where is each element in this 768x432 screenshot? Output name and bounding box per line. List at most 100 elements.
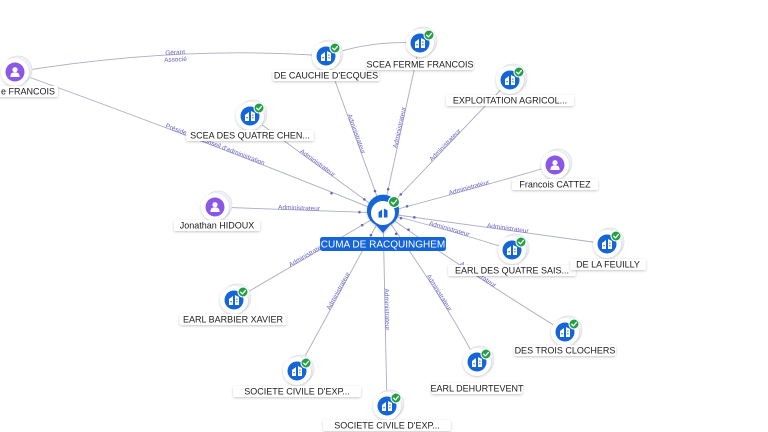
edge-arrow	[358, 210, 361, 214]
edge-line	[382, 212, 608, 245]
node-earl-quatre[interactable]	[498, 233, 530, 264]
edge-line	[233, 212, 384, 301]
node-label: EARL DEHURTEVENT	[430, 383, 524, 394]
node-label-text: EXPLOITATION AGRICOL...	[453, 96, 567, 106]
node-label: EARL BARBIER XAVIER	[179, 314, 287, 325]
node-exploitation[interactable]	[496, 63, 528, 94]
check-badge-icon	[568, 318, 580, 330]
node-feuilly[interactable]	[593, 227, 625, 258]
label-pill	[0, 86, 58, 97]
node-label-text: SOCIETE CIVILE D'EXP...	[334, 421, 440, 431]
edge-arrow	[405, 204, 409, 208]
node-label-text: SCEA DES QUATRE CHEN...	[190, 131, 310, 141]
edge-arrow	[399, 216, 403, 220]
center-label: CUMA DE RACQUINGHEM	[321, 240, 445, 251]
node-dehurtevent[interactable]	[463, 345, 495, 376]
node-label-text: DES TROIS CLOCHERS	[515, 346, 616, 356]
node-label: SCEA DES QUATRE CHEN...	[186, 130, 314, 141]
label-pill	[179, 314, 287, 325]
node-scea-ferme[interactable]	[406, 26, 438, 57]
node-label: SCEA FERME FRANCOIS	[366, 59, 474, 70]
node-trois-clochers[interactable]	[551, 315, 583, 346]
edge-hidoux-center: Administrateur	[214, 204, 384, 214]
node-francois-left[interactable]	[1, 55, 33, 86]
node-label: EXPLOITATION AGRICOL...	[446, 95, 574, 106]
edge-societe1-center: Administrateur	[296, 212, 384, 372]
node-societe1[interactable]	[283, 354, 315, 385]
edge-arrow	[399, 193, 403, 196]
check-badge-icon	[300, 357, 312, 369]
check-badge-icon	[329, 42, 341, 54]
check-badge-icon	[513, 66, 525, 78]
label-pill	[174, 220, 260, 231]
edge-label: Administrateur	[392, 106, 408, 149]
label-pill	[233, 386, 361, 397]
building-icon	[378, 208, 388, 218]
node-label-text: Francois CATTEZ	[519, 180, 591, 190]
label-pill	[366, 59, 474, 70]
check-badge-icon	[237, 286, 249, 298]
edge-francois-left-center: Président du conseil d'administration	[14, 71, 384, 214]
node-label-text: EARL BARBIER XAVIER	[183, 315, 284, 325]
node-societe2[interactable]	[373, 389, 405, 420]
edge-label-secondary: Associé	[164, 56, 187, 64]
node-label: e FRANCOIS	[0, 86, 58, 97]
node-label-text: EARL DES QUATRE SAIS...	[455, 266, 569, 276]
edge-arrow	[363, 198, 366, 201]
node-label: SOCIETE CIVILE D'EXP...	[233, 386, 361, 397]
node-barbier[interactable]	[220, 283, 252, 314]
check-badge-icon	[423, 29, 435, 41]
check-badge-icon	[480, 348, 492, 360]
label-pill	[570, 259, 646, 270]
center-tag-bg	[320, 237, 446, 251]
edge-arrow	[407, 228, 410, 231]
edge-label: Administrateur	[326, 270, 353, 311]
node-label: DE CAUCHIE D'ECQUES	[272, 70, 380, 81]
node-cauchie[interactable]	[312, 39, 344, 70]
edge-arrow	[394, 232, 398, 236]
center-inner	[371, 201, 395, 225]
node-label: SOCIETE CIVILE D'EXP...	[323, 420, 451, 431]
node-label-text: EARL DEHURTEVENT	[430, 384, 524, 394]
check-badge-icon	[515, 236, 527, 248]
node-label: Francois CATTEZ	[512, 179, 598, 190]
center-tag: CUMA DE RACQUINGHEM	[320, 237, 446, 251]
edge-label: Administrateur	[298, 148, 337, 179]
label-pill	[512, 179, 598, 190]
edge-label: Administrateur	[278, 204, 321, 212]
edge-label: Administrateur	[428, 127, 463, 163]
node-scea-quatre[interactable]	[236, 99, 268, 130]
node-label: Jonathan HIDOUX	[174, 220, 260, 231]
center-marker[interactable]	[367, 194, 400, 233]
label-pill	[186, 130, 314, 141]
edge-line	[382, 212, 566, 333]
edge-line	[325, 55, 384, 214]
edge-label: Administrateur	[345, 113, 366, 156]
edge-line	[14, 71, 384, 214]
edge-arrow	[360, 223, 364, 227]
edge-label: Administrateur	[383, 288, 391, 331]
edge-arrow	[386, 187, 390, 191]
edge-label: Administrateur	[486, 222, 529, 235]
label-pill	[448, 265, 576, 276]
edge-line	[14, 52, 327, 73]
edge-arrow	[373, 189, 377, 193]
edge-arrow	[330, 191, 333, 195]
edge-line	[382, 164, 556, 214]
node-label: DES TROIS CLOCHERS	[514, 345, 616, 356]
check-badge-icon	[610, 230, 622, 242]
label-pill	[446, 95, 574, 106]
edge-label: Administrateur	[425, 273, 454, 313]
node-label-text: Jonathan HIDOUX	[180, 221, 255, 231]
edge-label: Administrateur	[428, 220, 471, 239]
node-hidoux[interactable]	[201, 190, 233, 221]
node-label: DE LA FEUILLY	[570, 259, 646, 270]
label-pill	[323, 420, 451, 431]
node-cattez[interactable]	[541, 148, 573, 179]
label-pill	[272, 70, 380, 81]
edge-arrow	[369, 233, 373, 237]
center-node[interactable]: CUMA DE RACQUINGHEM	[320, 194, 446, 251]
node-label-text: SOCIETE CIVILE D'EXP...	[244, 387, 350, 397]
